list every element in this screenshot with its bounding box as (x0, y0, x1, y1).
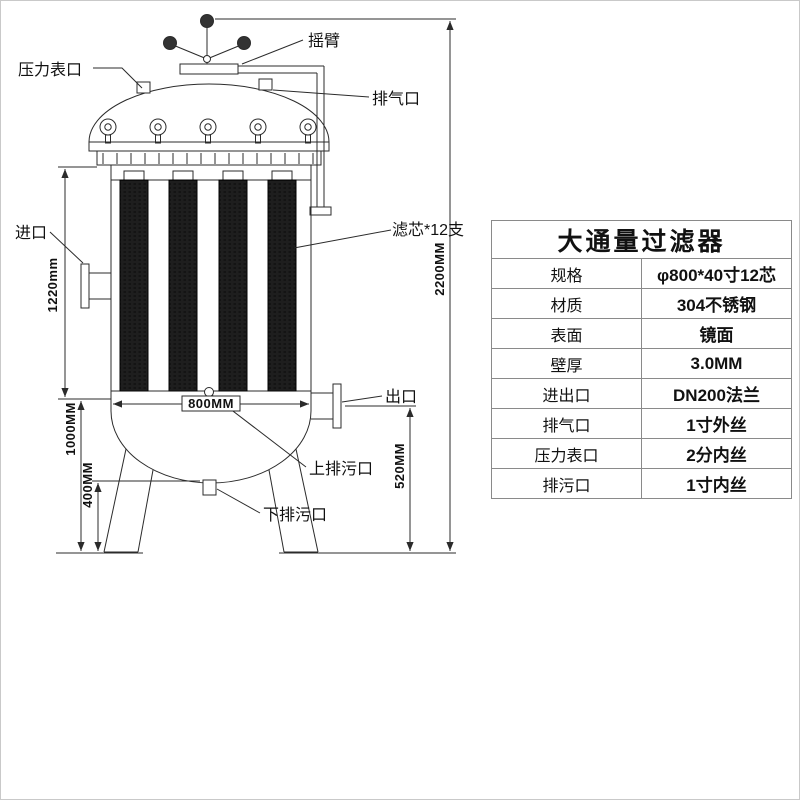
filter-cartridges (119, 170, 297, 392)
dim-label-vessel-width: 800MM (188, 396, 234, 411)
spec-value: 1寸外丝 (641, 408, 792, 439)
table-row: 壁厚 3.0MM (491, 348, 792, 379)
table-row: 进出口 DN200法兰 (491, 378, 792, 409)
handle-ball-top (200, 14, 214, 28)
swing-bolt (199, 118, 217, 144)
label-outlet: 出口 (385, 388, 417, 406)
spec-value: 1寸内丝 (641, 468, 792, 499)
table-row: 规格 φ800*40寸12芯 (491, 258, 792, 289)
spec-label: 规格 (491, 258, 642, 289)
swing-bolt (99, 118, 117, 144)
lower-drain-port (202, 479, 217, 496)
dim-label-overall-height: 2200MM (432, 242, 447, 296)
table-row: 表面 镜面 (491, 318, 792, 349)
spec-label: 壁厚 (491, 348, 642, 379)
spec-value: 2分内丝 (641, 438, 792, 469)
label-vent-port: 排气口 (372, 90, 420, 108)
cartridge (119, 179, 149, 392)
cartridge (218, 179, 248, 392)
table-row: 排污口 1寸内丝 (491, 468, 792, 499)
table-row: 排气口 1寸外丝 (491, 408, 792, 439)
outlet-nozzle (311, 383, 342, 429)
spec-label: 表面 (491, 318, 642, 349)
spec-label: 压力表口 (491, 438, 642, 469)
cartridge (267, 179, 297, 392)
spec-value: DN200法兰 (641, 378, 792, 409)
handle-ball-left (163, 36, 177, 50)
flange-clamps (88, 118, 330, 166)
spec-table-title: 大通量过滤器 (491, 220, 792, 259)
spec-label: 材质 (491, 288, 642, 319)
label-pressure-gauge-port: 压力表口 (18, 61, 82, 79)
dimension-lines (56, 18, 456, 554)
vessel-dome (88, 78, 330, 143)
table-row: 材质 304不锈钢 (491, 288, 792, 319)
swing-bolt (149, 118, 167, 144)
dim-label-leg-height: 1000MM (63, 402, 78, 456)
table-row: 压力表口 2分内丝 (491, 438, 792, 469)
vent-port (258, 78, 273, 91)
spec-value: 3.0MM (641, 348, 792, 379)
drain-ports (202, 387, 217, 496)
dim-label-bottom-clearance: 400MM (80, 462, 95, 508)
pressure-gauge-port (136, 81, 151, 94)
spec-value: φ800*40寸12芯 (641, 258, 792, 289)
swing-bolt (299, 118, 317, 144)
dim-label-body-height: 1220mm (45, 257, 60, 312)
spec-label: 排污口 (491, 468, 642, 499)
spec-label: 进出口 (491, 378, 642, 409)
label-upper-drain-port: 上排污口 (309, 460, 373, 478)
spec-value: 304不锈钢 (641, 288, 792, 319)
spec-table: 大通量过滤器 规格 φ800*40寸12芯 材质 304不锈钢 表面 镜面 壁厚… (491, 220, 792, 499)
cartridge (168, 179, 198, 392)
spec-label: 排气口 (491, 408, 642, 439)
handle-bar (179, 63, 239, 75)
dim-label-outlet-height: 520MM (392, 443, 407, 489)
label-lower-drain-port: 下排污口 (263, 506, 327, 524)
label-inlet: 进口 (15, 224, 47, 242)
diagram-texts: 摇臂 压力表口 排气口 进口 滤芯*12支 出口 上排污口 下排污口 1220m… (15, 32, 464, 524)
handle-ball-right (237, 36, 251, 50)
swing-bolt (249, 118, 267, 144)
swing-pipe-foot (309, 206, 332, 216)
inlet-nozzle (80, 263, 111, 309)
spec-value: 镜面 (641, 318, 792, 349)
label-rocker-arm: 摇臂 (308, 32, 340, 50)
rocker-arm-assembly (163, 14, 332, 216)
label-cartridges: 滤芯*12支 (392, 221, 464, 239)
